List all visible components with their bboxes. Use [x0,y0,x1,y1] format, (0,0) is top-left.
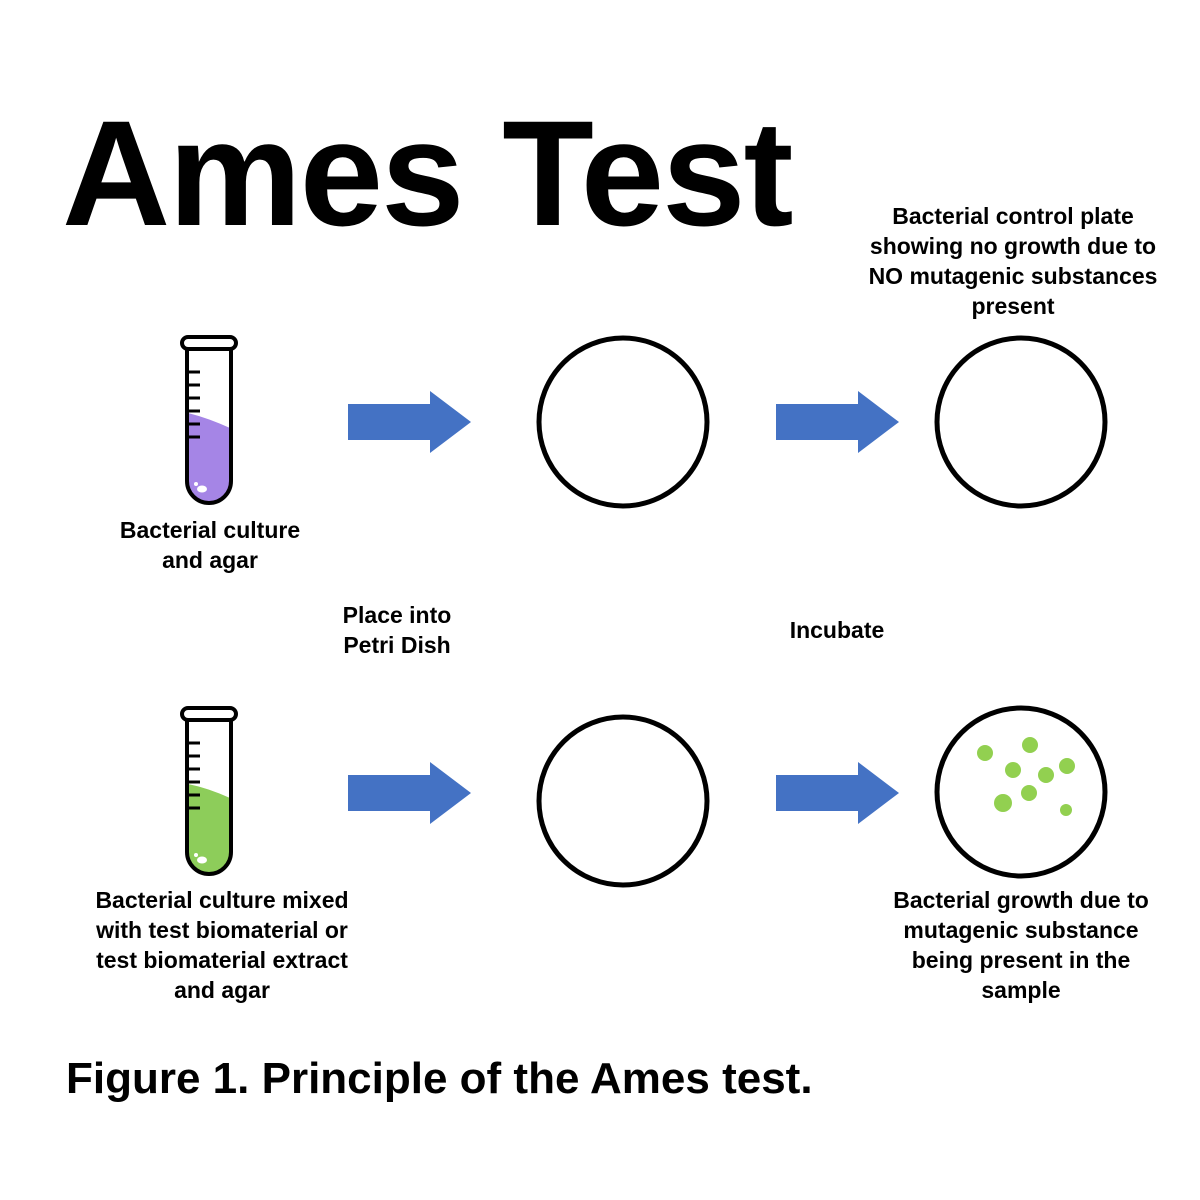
diagram-title: Ames Test [62,89,794,257]
green-culture-liquid [188,784,230,873]
bacterial-colony-icon [1059,758,1075,774]
test-tube-purple-icon [180,335,238,505]
figure-caption: Figure 1. Principle of the Ames test. [66,1054,813,1103]
control-result-label: Bacterial control plate showing no growt… [868,203,1158,319]
bacterial-colony-icon [1060,804,1072,816]
bacterial-colony-icon [1038,767,1054,783]
arrow-right-icon-place-top [348,391,471,453]
test-tube-green-icon [180,706,238,876]
bacterial-colony-icon [977,745,993,761]
petri-dish-icon-control-result [934,335,1108,509]
petri-dish-icon-bottom-empty [536,714,710,888]
test-tube-label: Bacterial culture mixed with test biomat… [95,887,349,1003]
arrow-right-icon-incubate-bottom [776,762,899,824]
arrow-right-icon-incubate-top [776,391,899,453]
petri-dish-icon-growth-result [934,705,1108,879]
bacterial-colony-icon [1022,737,1038,753]
bacterial-colony-icon [1021,785,1037,801]
control-tube-label: Bacterial culture and agar [119,517,301,573]
growth-result-label: Bacterial growth due to mutagenic substa… [893,887,1149,1003]
petri-dish-icon-top-empty [536,335,710,509]
incubate-step-label: Incubate [789,617,885,643]
place-step-label: Place into Petri Dish [342,602,452,658]
bacterial-colony-icon [1005,762,1021,778]
arrow-right-icon-place-bottom [348,762,471,824]
bacterial-colony-icon [994,794,1012,812]
purple-culture-liquid [188,413,230,502]
bacterial-colonies [977,737,1075,816]
